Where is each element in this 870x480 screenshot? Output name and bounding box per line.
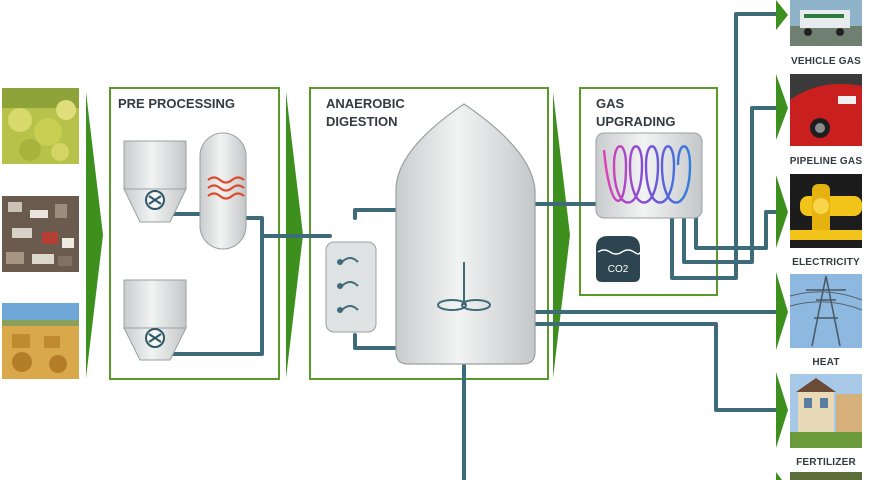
pre-processing-box [109, 87, 280, 380]
gas-upgrading-title-line1: GAS [596, 96, 625, 111]
output-photo-electricity [790, 174, 862, 248]
heat-wave-icon [207, 176, 245, 200]
output-arrows [776, 0, 788, 480]
hopper-1 [123, 140, 187, 223]
digester-tank [395, 103, 536, 365]
output-photo-fertilizer [790, 374, 862, 448]
anaerobic-digestion-title-line2: DIGESTION [326, 114, 398, 129]
label-electricity: ELECTRICITY [792, 257, 860, 268]
mixer-icon [437, 262, 491, 311]
output-photo-vehicle-gas [790, 0, 862, 46]
input-photo-waste [2, 196, 79, 272]
co2-tank: CO2 [596, 236, 641, 282]
hopper-2 [123, 279, 187, 361]
label-heat: HEAT [812, 357, 839, 368]
input-photo-hay-bales [2, 303, 79, 379]
flow-arrow-1 [86, 92, 103, 378]
gas-upgrading-title-line2: UPGRADING [596, 114, 675, 129]
co2-label: CO2 [608, 264, 629, 275]
output-photo-heat [789, 274, 863, 348]
flow-arrow-3 [553, 92, 570, 378]
label-pipeline-gas: PIPELINE GAS [790, 156, 863, 167]
heat-exchanger [325, 241, 377, 333]
input-photo-crops [2, 88, 79, 164]
coil-icon [602, 145, 692, 204]
pre-processing-title: PRE PROCESSING [118, 96, 235, 111]
anaerobic-digestion-title-line1: ANAEROBIC [326, 96, 405, 111]
pipes [166, 12, 782, 480]
label-fertilizer: FERTILIZER [796, 457, 856, 468]
output-photo-pipeline-gas [790, 74, 862, 146]
upgrading-unit [595, 132, 703, 219]
label-vehicle-gas: VEHICLE GAS [791, 56, 861, 67]
heater-vessel [199, 132, 247, 250]
output-photo-partial [790, 472, 862, 480]
